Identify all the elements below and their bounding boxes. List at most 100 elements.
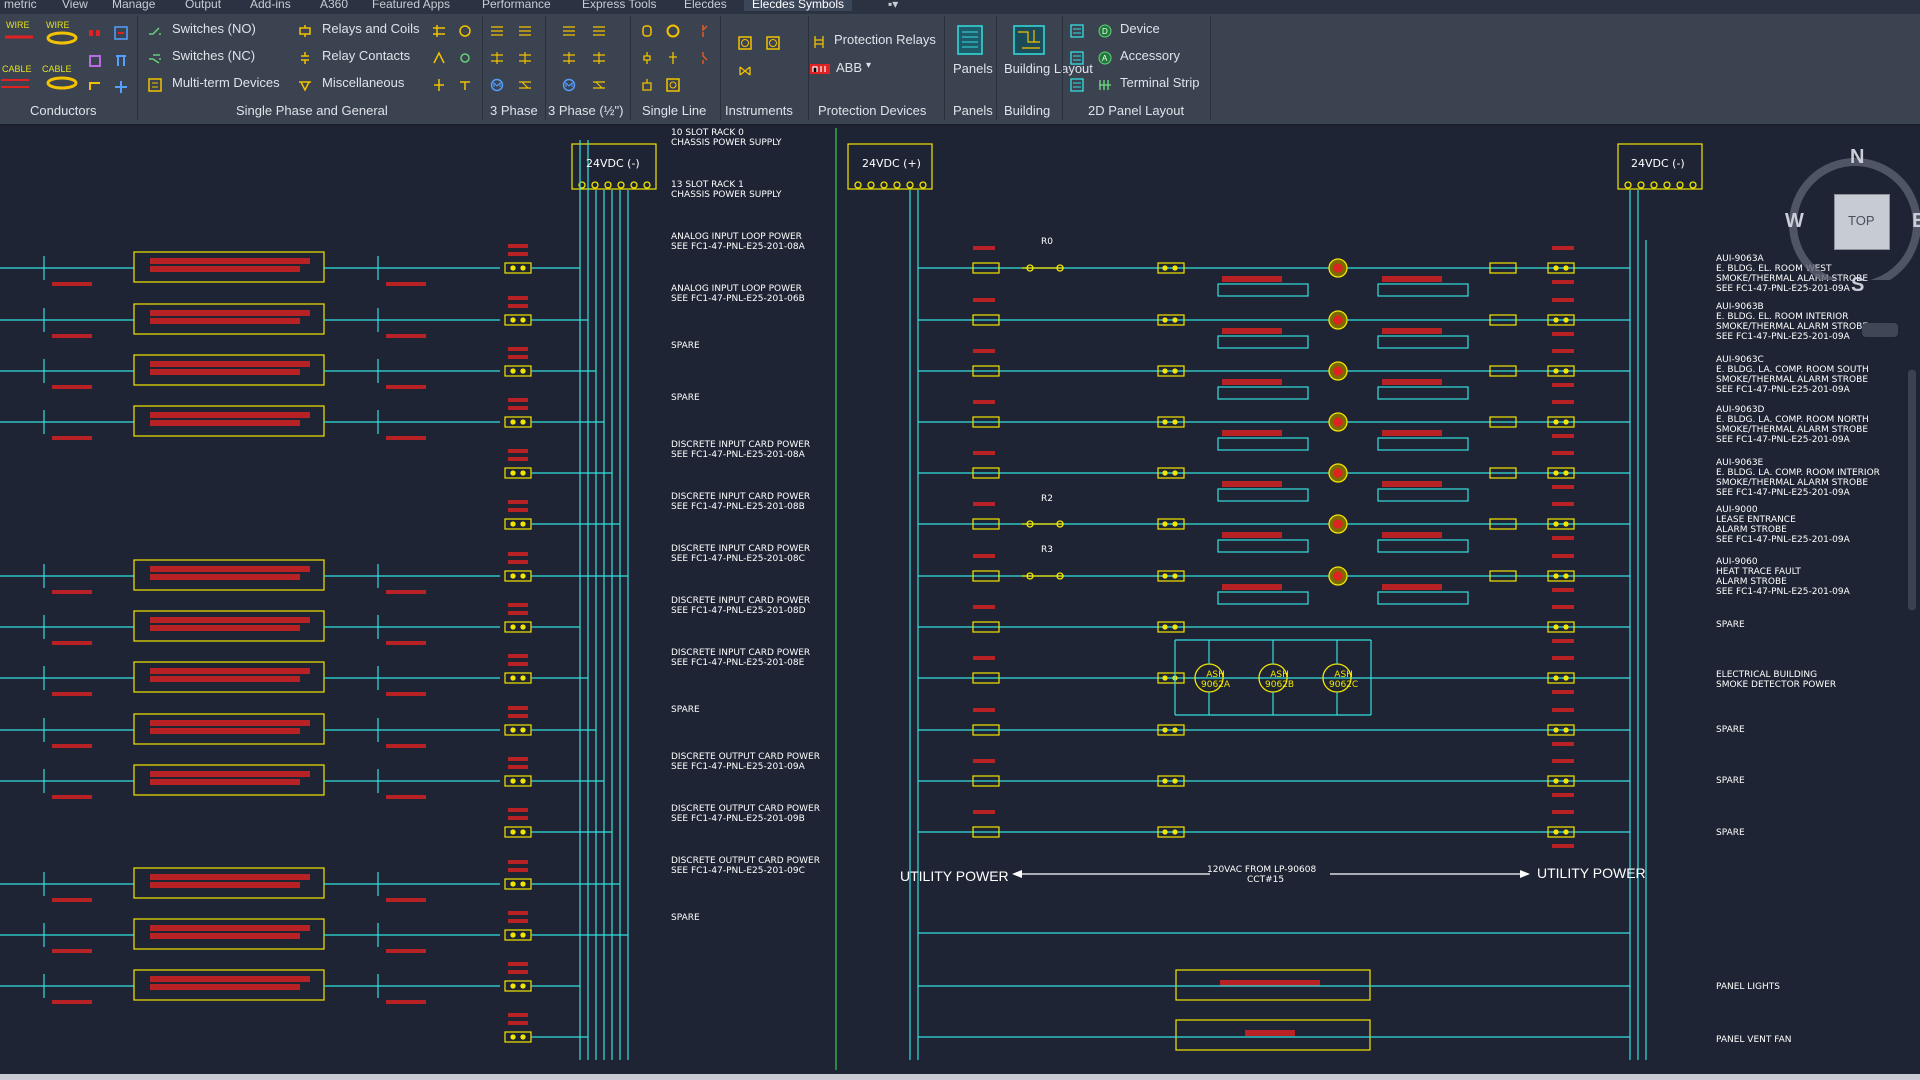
io-card-label	[150, 574, 300, 580]
single-line-transformer-icon[interactable]	[666, 51, 680, 65]
three-phase-half-icon[interactable]	[562, 51, 576, 65]
multi-term-devices-button[interactable]: Multi-term Devices	[172, 75, 280, 90]
accessory-button[interactable]: Accessory	[1120, 48, 1180, 63]
three-phase-breaker-icon[interactable]	[490, 51, 504, 65]
drawing-canvas[interactable]: 24VDC (-) 24VDC (+) 24VDC (-) 10 SLOT RA…	[0, 126, 1920, 1074]
single-line-fuse-icon[interactable]	[696, 24, 710, 38]
relay-contacts-button[interactable]: Relay Contacts	[322, 48, 411, 63]
protection-relay-icon[interactable]	[812, 35, 826, 49]
viewcube-menu-button[interactable]	[1862, 323, 1898, 337]
device-list-icon[interactable]	[1070, 24, 1084, 38]
menu-item-performance[interactable]: Performance	[482, 0, 551, 11]
accessory-list-icon[interactable]	[1070, 51, 1084, 65]
fuse-label	[973, 656, 995, 660]
three-phase-half-icon[interactable]	[562, 24, 576, 38]
switch-no-icon[interactable]	[148, 24, 162, 38]
cable-number-icon[interactable]	[88, 54, 102, 68]
wire-number-icon[interactable]	[88, 26, 102, 40]
terminal-dot	[1553, 470, 1559, 476]
multi-term-icon[interactable]	[148, 78, 162, 92]
three-phase-half-icon[interactable]	[592, 24, 606, 38]
three-phase-switch-icon[interactable]	[490, 24, 504, 38]
switches-nc-button[interactable]: Switches (NC)	[172, 48, 256, 63]
single-line-generator-icon[interactable]	[666, 24, 680, 38]
symbol-tool-icon[interactable]	[458, 78, 472, 92]
terminal-strip-button[interactable]: Terminal Strip	[1120, 75, 1200, 90]
menu-item-express-tools[interactable]: Express Tools	[582, 0, 657, 11]
relays-and-coils-button[interactable]: Relays and Coils	[322, 21, 420, 36]
wire-label[interactable]: WIRE	[6, 20, 30, 30]
miscellaneous-button[interactable]: Miscellaneous	[322, 75, 405, 90]
cable-label[interactable]: CABLE	[42, 64, 72, 74]
menu-item-add-ins[interactable]: Add-ins	[250, 0, 291, 11]
device-icon[interactable]: D	[1098, 24, 1112, 38]
symbol-tool-icon[interactable]	[432, 78, 446, 92]
building-layout-icon[interactable]	[1012, 24, 1046, 56]
building-layout-button[interactable]: Building Layout	[1004, 61, 1093, 76]
compass-north[interactable]: N	[1850, 146, 1865, 168]
single-line-switch-icon[interactable]	[696, 51, 710, 65]
menu-item-output[interactable]: Output	[185, 0, 222, 11]
single-line-panel-icon[interactable]	[666, 78, 680, 92]
three-phase-motor-icon[interactable]	[490, 78, 504, 92]
terminal-strip-icon[interactable]	[1098, 78, 1112, 92]
camera-dropdown-icon[interactable]: ▪▾	[888, 0, 899, 11]
three-phase-half-icon[interactable]	[592, 78, 606, 92]
cable-yellow-icon[interactable]	[46, 76, 78, 90]
compass-west[interactable]: W	[1785, 210, 1804, 232]
circuit-description-line: ANALOG INPUT LOOP POWER	[671, 232, 802, 242]
instrument-gauge-icon[interactable]	[738, 36, 752, 50]
vertical-scrollbar[interactable]	[1908, 370, 1916, 610]
symbol-tool-icon[interactable]	[432, 51, 446, 65]
menu-item-manage[interactable]: Manage	[112, 0, 156, 11]
miscellaneous-icon[interactable]	[298, 78, 312, 92]
viewcube[interactable]: TOP N S E W	[1785, 140, 1920, 296]
three-phase-half-motor-icon[interactable]	[562, 78, 576, 92]
chevron-down-icon[interactable]: ▾	[866, 60, 872, 71]
manufacturer-select[interactable]: ABB	[836, 60, 863, 75]
symbol-tool-icon[interactable]	[458, 24, 472, 38]
menu-item-a360[interactable]: A360	[320, 0, 349, 11]
wire-label[interactable]: WIRE	[46, 20, 70, 30]
viewcube-top-face[interactable]: TOP	[1834, 194, 1890, 250]
terminal-label	[1552, 844, 1574, 848]
wire-break-icon[interactable]	[88, 80, 102, 94]
relay-contact-icon[interactable]	[298, 51, 312, 65]
menu-item-view[interactable]: View	[62, 0, 88, 11]
svg-text:A: A	[1102, 54, 1108, 63]
cable-red-icon[interactable]	[0, 76, 30, 92]
terminal-dot	[520, 317, 526, 323]
single-line-disconnect-icon[interactable]	[640, 51, 654, 65]
single-line-breaker-icon[interactable]	[640, 24, 654, 38]
wire-join-icon[interactable]	[114, 80, 128, 94]
menu-item-featured-apps[interactable]: Featured Apps	[372, 0, 451, 11]
accessory-icon[interactable]: A	[1098, 51, 1112, 65]
cable-label[interactable]: CABLE	[2, 64, 32, 74]
wire-insert-icon[interactable]	[114, 26, 128, 40]
relay-coil-icon[interactable]	[298, 24, 312, 38]
wire-yellow-icon[interactable]	[46, 31, 78, 45]
instrument-transmitter-icon[interactable]	[766, 36, 780, 50]
three-phase-contact-icon[interactable]	[518, 24, 532, 38]
compass-south[interactable]: S	[1851, 274, 1865, 296]
symbol-tool-icon[interactable]	[432, 24, 446, 38]
single-line-meter-icon[interactable]	[640, 78, 654, 92]
wire-red-icon[interactable]	[4, 31, 34, 43]
instrument-valve-icon[interactable]	[738, 64, 752, 78]
compass-east[interactable]: E	[1912, 210, 1920, 232]
menu-item-elecdes[interactable]: Elecdes	[684, 0, 727, 11]
protection-relays-button[interactable]: Protection Relays	[834, 32, 936, 47]
symbol-tool-icon[interactable]	[458, 51, 472, 65]
three-phase-transformer-icon[interactable]	[518, 78, 532, 92]
device-button[interactable]: Device	[1120, 21, 1160, 36]
switch-nc-icon[interactable]	[148, 51, 162, 65]
terminal-list-icon[interactable]	[1070, 78, 1084, 92]
switches-no-button[interactable]: Switches (NO)	[172, 21, 256, 36]
three-phase-fuse-icon[interactable]	[518, 51, 532, 65]
three-phase-half-icon[interactable]	[592, 51, 606, 65]
menu-item-metric[interactable]: metric	[4, 0, 37, 11]
bus-icon[interactable]	[114, 54, 128, 68]
panels-button[interactable]: Panels	[953, 61, 993, 76]
panels-icon[interactable]	[956, 24, 984, 56]
menu-item-elecdes-symbols[interactable]: Elecdes Symbols	[744, 0, 853, 11]
